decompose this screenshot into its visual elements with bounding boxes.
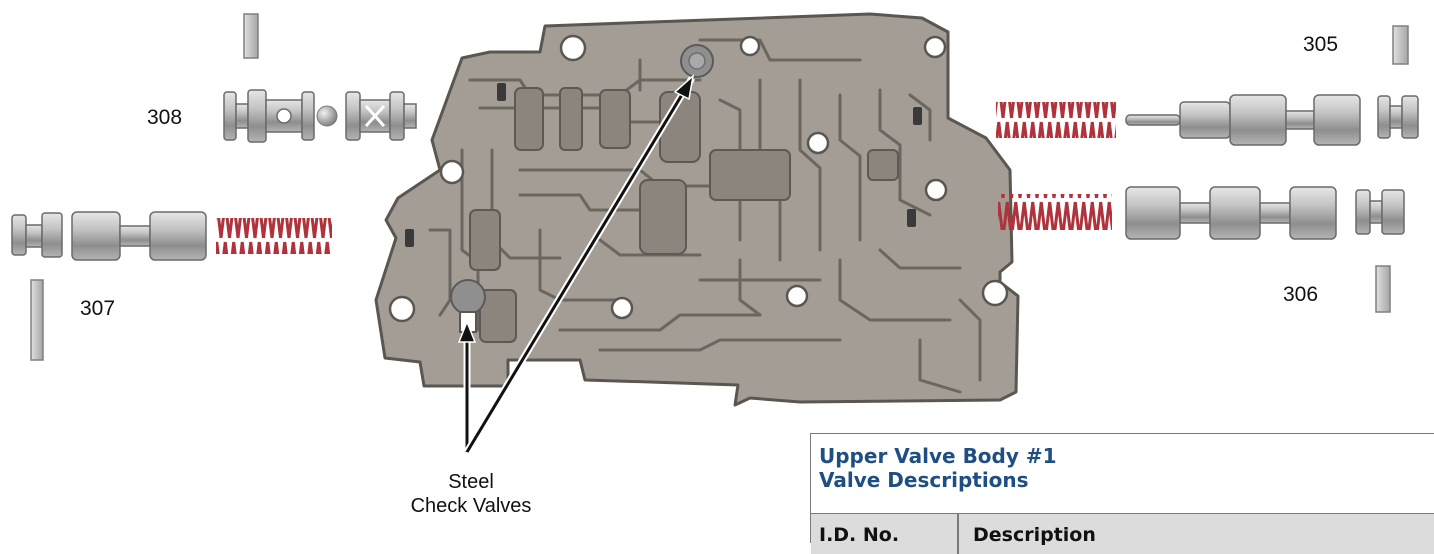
column-header-description: Description	[973, 524, 1096, 546]
plug-307	[11, 212, 63, 258]
check-valves-label: Steel Check Valves	[378, 470, 564, 518]
pin-306	[1375, 265, 1391, 313]
upper-valve-body	[374, 12, 1020, 407]
arrowhead-upper	[673, 74, 695, 101]
table-title-line1: Upper Valve Body #1	[819, 444, 1057, 468]
valve-305	[1125, 94, 1361, 146]
spring-307	[216, 218, 332, 254]
valve-body-exploded-diagram	[11, 12, 1419, 454]
pin-308	[243, 13, 259, 59]
check-valve-arrows	[457, 74, 695, 454]
retainer-slots	[405, 83, 922, 247]
check-valves-label-line2: Check Valves	[410, 495, 532, 517]
table-title-line2: Valve Descriptions	[819, 468, 1029, 492]
column-divider	[957, 514, 959, 554]
valve-308-a	[223, 89, 315, 143]
assembly-305	[996, 25, 1419, 146]
plug-306	[1355, 189, 1405, 235]
plug-305	[1377, 95, 1419, 139]
valve-306	[1125, 186, 1337, 240]
arrowhead-lower	[457, 319, 477, 343]
assembly-308	[223, 13, 417, 143]
callout-306: 306	[1283, 283, 1319, 306]
callout-307: 307	[80, 297, 116, 320]
valve-description-table: Upper Valve Body #1 Valve Descriptions I…	[810, 433, 1434, 554]
spring-306	[998, 194, 1112, 230]
pin-307	[30, 279, 44, 361]
check-ball-308	[316, 105, 338, 127]
pin-305	[1392, 25, 1409, 65]
valve-bores	[469, 87, 899, 343]
check-valves-label-line1: Steel	[448, 471, 494, 493]
callout-305: 305	[1303, 33, 1339, 56]
spring-305	[996, 102, 1116, 138]
callout-308: 308	[147, 106, 183, 129]
valve-307	[71, 211, 207, 261]
assembly-306	[998, 186, 1405, 313]
valve-308-b	[345, 91, 417, 141]
table-title: Upper Valve Body #1 Valve Descriptions	[811, 434, 1434, 492]
table-header-row: I.D. No. Description	[811, 513, 1434, 554]
column-header-id: I.D. No.	[819, 524, 900, 546]
bolt-holes	[388, 34, 1009, 323]
assembly-307	[11, 211, 332, 361]
